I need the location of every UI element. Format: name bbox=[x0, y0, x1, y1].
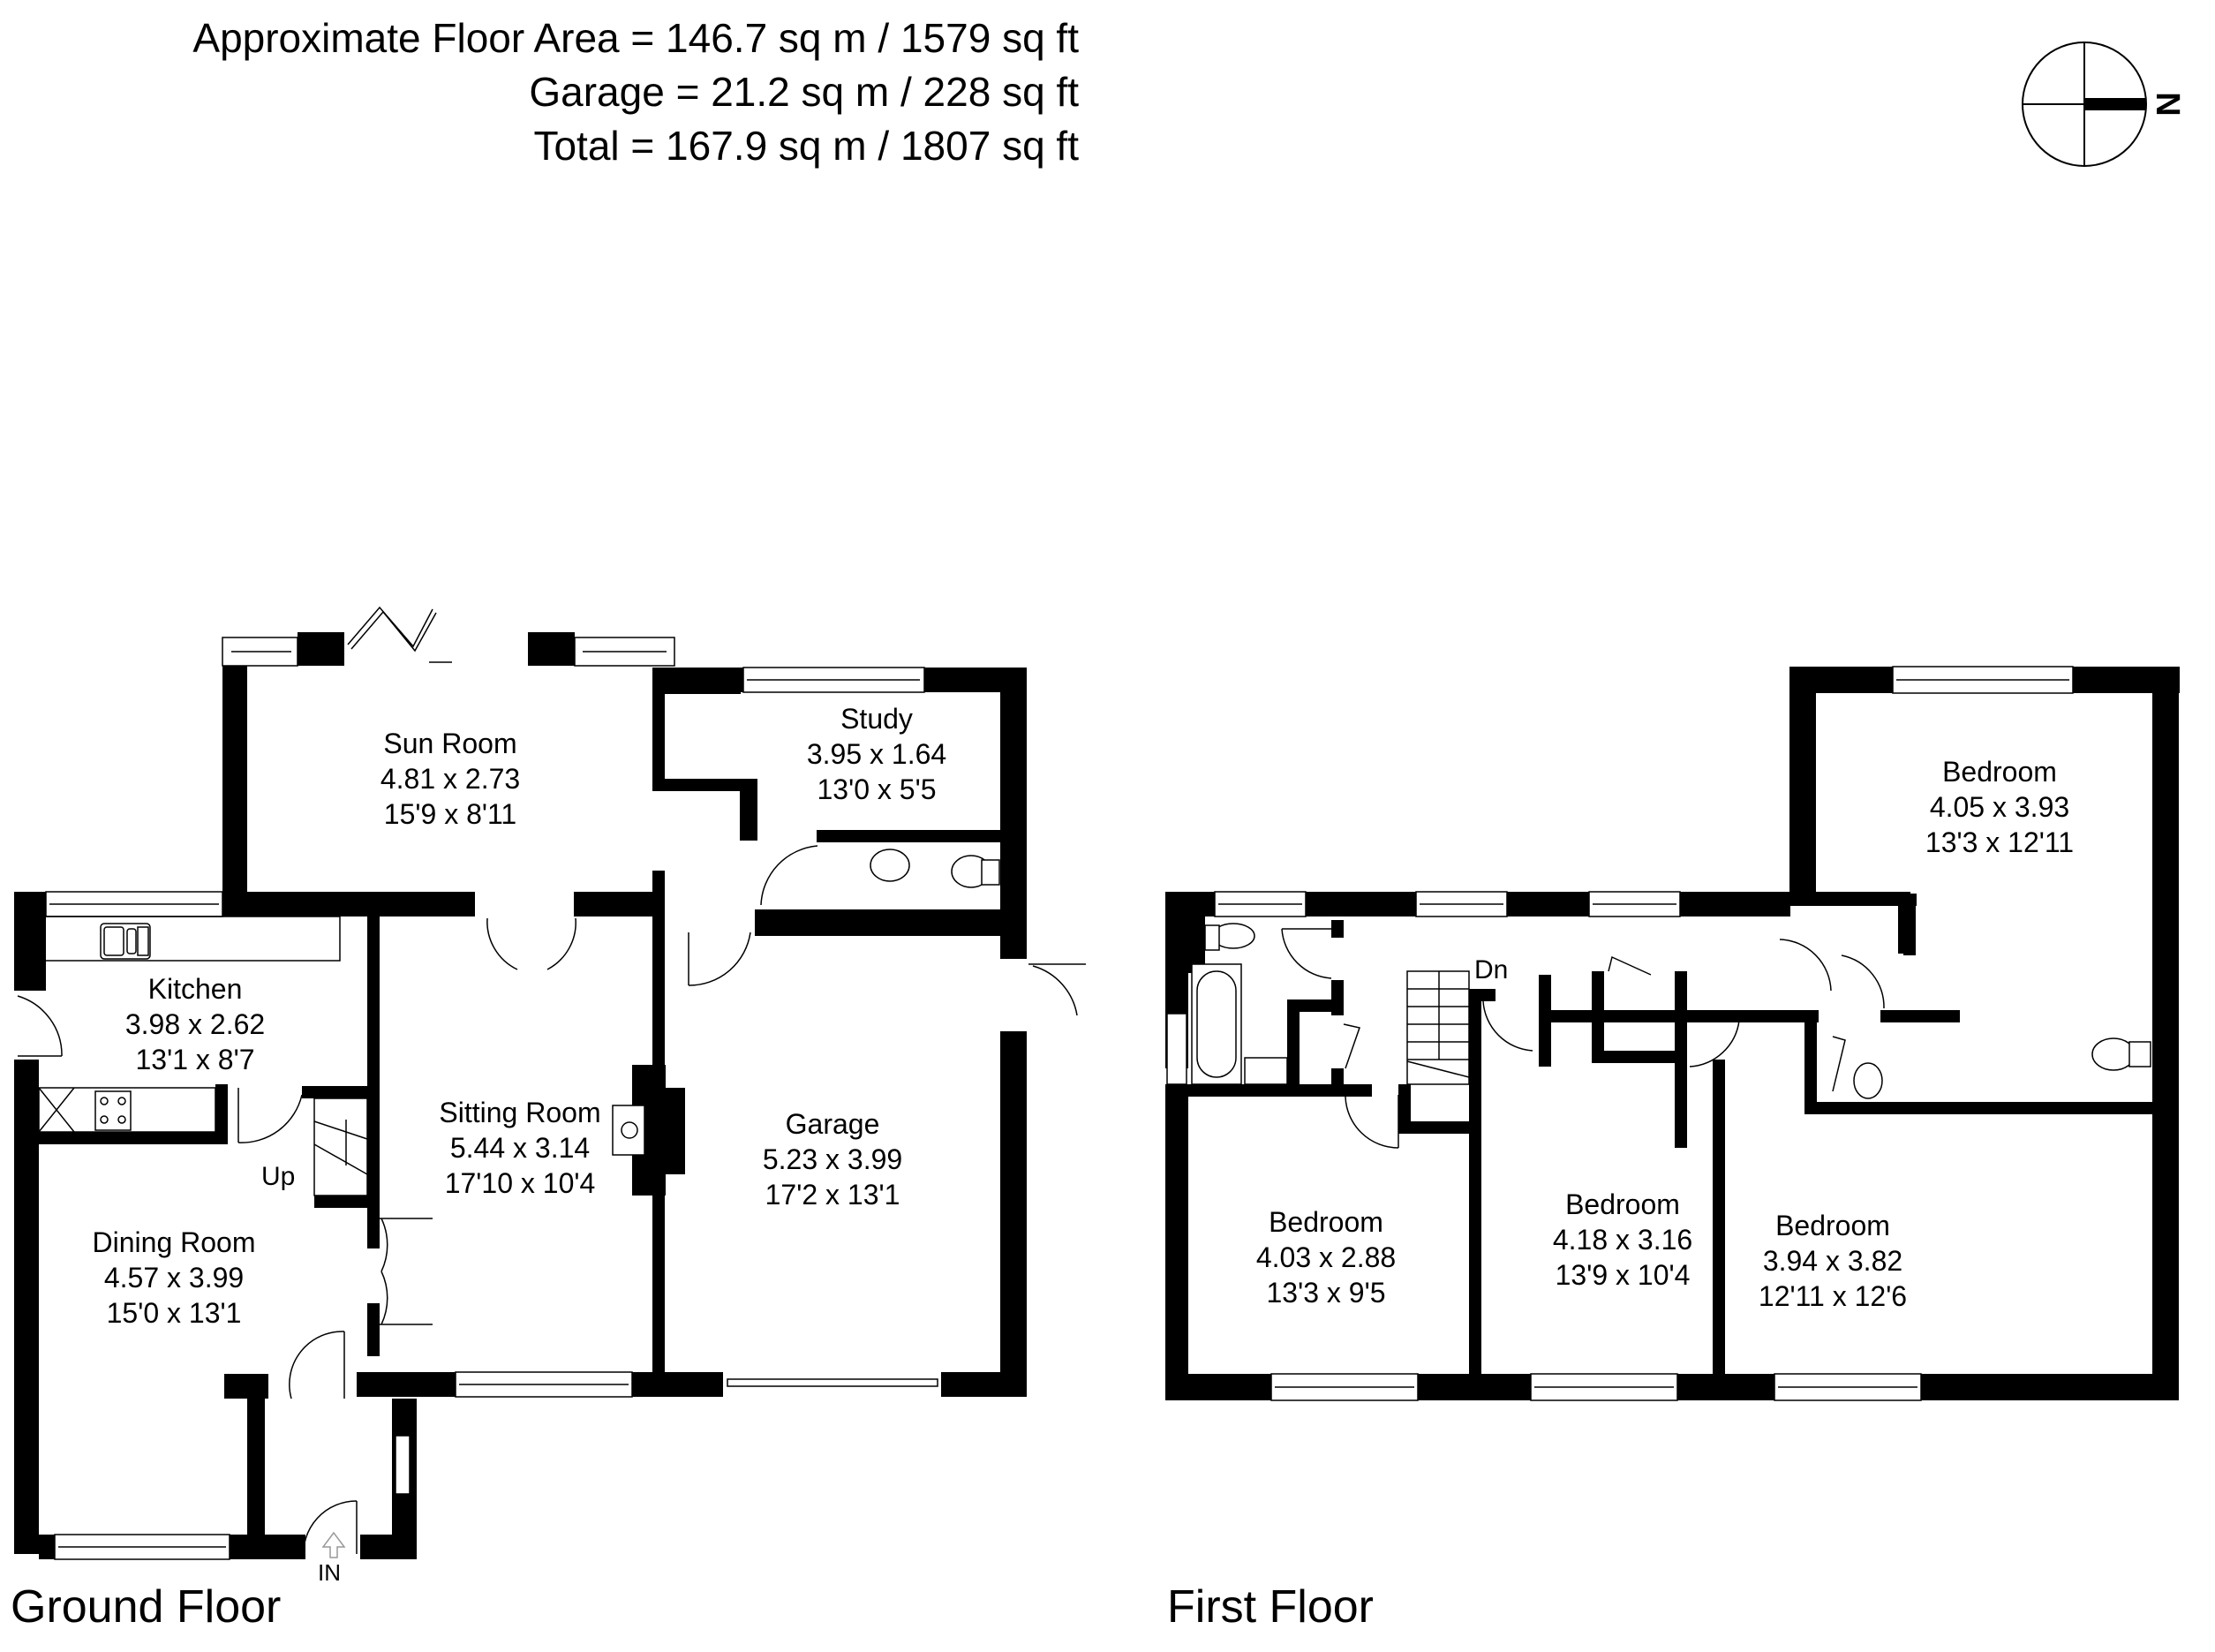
room-name: Garage bbox=[785, 1108, 880, 1140]
room-imperial: 17'10 x 10'4 bbox=[444, 1167, 596, 1199]
room-name: Sitting Room bbox=[439, 1097, 601, 1128]
room-metric: 4.57 x 3.99 bbox=[103, 1262, 245, 1294]
room-metric: 3.98 x 2.62 bbox=[124, 1008, 266, 1040]
ground-floor-plan bbox=[14, 606, 1086, 1560]
room-imperial: 13'0 x 5'5 bbox=[817, 773, 937, 805]
first-floor-title: First Floor bbox=[1167, 1581, 1374, 1633]
room-imperial: 13'3 x 12'11 bbox=[1925, 826, 2075, 858]
room-name: Dining Room bbox=[92, 1226, 256, 1258]
room-name: Bedroom bbox=[1942, 756, 2057, 788]
room-imperial: 13'9 x 10'4 bbox=[1555, 1259, 1691, 1291]
room-label-sun-room: Sun Room 4.81 x 2.73 15'9 x 8'11 bbox=[380, 726, 520, 832]
svg-text:N: N bbox=[2149, 92, 2186, 116]
room-metric: 4.81 x 2.73 bbox=[380, 763, 521, 795]
room-imperial: 15'9 x 8'11 bbox=[383, 798, 517, 830]
room-metric: 3.95 x 1.64 bbox=[806, 738, 947, 770]
room-metric: 5.23 x 3.99 bbox=[762, 1143, 903, 1175]
garage-area-text: Garage = 21.2 sq m / 228 sq ft bbox=[529, 69, 1079, 115]
first-floor-plan bbox=[1165, 666, 2180, 1401]
room-imperial: 13'1 x 8'7 bbox=[135, 1044, 255, 1075]
room-label-garage: Garage 5.23 x 3.99 17'2 x 13'1 bbox=[763, 1106, 902, 1212]
room-name: Sun Room bbox=[383, 728, 517, 759]
room-label-bedroom-2: Bedroom 4.03 x 2.88 13'3 x 9'5 bbox=[1256, 1204, 1396, 1310]
room-imperial: 15'0 x 13'1 bbox=[106, 1297, 242, 1329]
room-name: Bedroom bbox=[1565, 1188, 1680, 1220]
room-label-sitting-room: Sitting Room 5.44 x 3.14 17'10 x 10'4 bbox=[439, 1095, 600, 1201]
room-label-bedroom-4: Bedroom 3.94 x 3.82 12'11 x 12'6 bbox=[1759, 1208, 1907, 1314]
room-metric: 4.18 x 3.16 bbox=[1552, 1224, 1693, 1256]
room-label-dining-room: Dining Room 4.57 x 3.99 15'0 x 13'1 bbox=[93, 1225, 256, 1331]
stairs-up-label: Up bbox=[261, 1162, 296, 1191]
north-arrow-compass-icon: N bbox=[2022, 41, 2186, 167]
floor-area-text: Approximate Floor Area = 146.7 sq m / 15… bbox=[192, 15, 1079, 61]
room-imperial: 12'11 x 12'6 bbox=[1758, 1280, 1908, 1312]
room-label-study: Study 3.95 x 1.64 13'0 x 5'5 bbox=[807, 701, 946, 807]
total-area-text: Total = 167.9 sq m / 1807 sq ft bbox=[533, 123, 1079, 169]
stairs-down-label: Dn bbox=[1474, 955, 1509, 984]
ground-floor-title: Ground Floor bbox=[11, 1581, 282, 1633]
room-metric: 5.44 x 3.14 bbox=[449, 1132, 591, 1164]
room-metric: 3.94 x 3.82 bbox=[1762, 1245, 1903, 1277]
room-metric: 4.03 x 2.88 bbox=[1255, 1241, 1397, 1273]
room-name: Kitchen bbox=[147, 973, 243, 1005]
room-label-bedroom-1: Bedroom 4.05 x 3.93 13'3 x 12'11 bbox=[1925, 754, 2074, 860]
entrance-arrow-icon bbox=[321, 1531, 346, 1558]
room-imperial: 17'2 x 13'1 bbox=[765, 1179, 900, 1211]
room-imperial: 13'3 x 9'5 bbox=[1266, 1277, 1386, 1309]
room-metric: 4.05 x 3.93 bbox=[1929, 791, 2070, 823]
room-name: Bedroom bbox=[1775, 1210, 1890, 1241]
room-name: Bedroom bbox=[1269, 1206, 1383, 1238]
room-label-bedroom-3: Bedroom 4.18 x 3.16 13'9 x 10'4 bbox=[1553, 1187, 1692, 1293]
entrance-label: IN bbox=[318, 1559, 341, 1586]
room-name: Study bbox=[840, 703, 913, 735]
room-label-kitchen: Kitchen 3.98 x 2.62 13'1 x 8'7 bbox=[125, 971, 265, 1077]
